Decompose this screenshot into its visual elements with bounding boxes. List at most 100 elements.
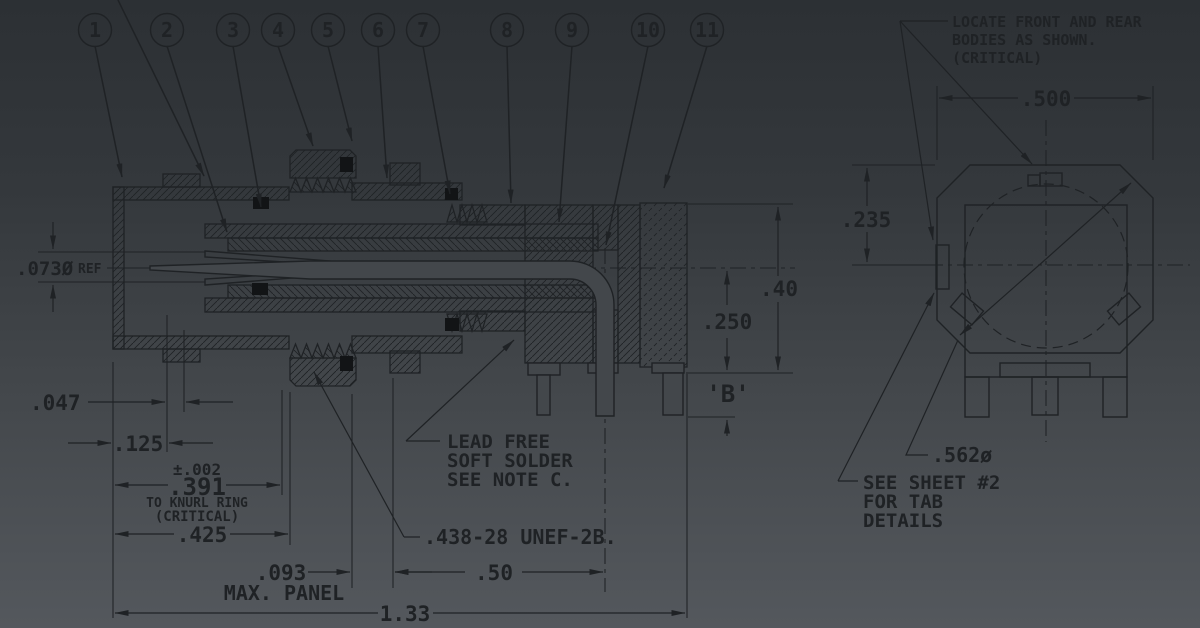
dim-text: 'B' [706, 380, 749, 408]
dimension-047: .047 [30, 391, 233, 415]
dimension-133: 1.33 [114, 602, 686, 626]
solder-mark [445, 318, 459, 331]
dim-text-suffix: REF [78, 262, 102, 277]
balloon-10: 10 [630, 12, 666, 48]
dimension-40: .40 [760, 206, 798, 371]
barrel-bottom-wall [112, 335, 290, 350]
note-line: DETAILS [863, 510, 943, 532]
balloon-leader [277, 45, 314, 147]
dimension-250: .250 [702, 270, 753, 371]
thread-callout: .438-28 UNEF-2B. [313, 371, 617, 549]
left-tab [935, 244, 950, 290]
mid-body-top [459, 204, 526, 226]
balloon-8: 8 [489, 12, 525, 48]
balloon-leader [377, 45, 390, 179]
note-line: SOFT SOLDER [447, 450, 573, 472]
barrel-ring-top [162, 173, 201, 188]
right-body-right [617, 204, 641, 364]
dimension-235: .235 [841, 167, 892, 263]
mid-body-bottom [459, 310, 526, 332]
barrel-front-wall [112, 186, 125, 350]
locate-note: LOCATE FRONT AND REAR BODIES AS SHOWN. (… [899, 13, 1143, 241]
balloon-4: 4 [260, 12, 296, 48]
balloon-number: 2 [161, 18, 173, 42]
balloon-7: 7 [405, 12, 441, 48]
balloon-callouts [94, 0, 708, 246]
balloon-number: 11 [695, 18, 719, 42]
dimension-pin-diameter: .073Ø REF [16, 222, 102, 312]
note-line: FOR TAB [863, 491, 943, 513]
dimension-500: .500 [938, 87, 1152, 111]
balloon-11: 11 [689, 12, 725, 48]
balloon-number: 1 [89, 18, 101, 42]
dim-note: (CRITICAL) [155, 509, 239, 525]
dim-text: .235 [841, 208, 892, 232]
lower-left-tab [949, 292, 985, 326]
top-tab-large [1039, 172, 1063, 187]
balloon-5: 5 [310, 12, 346, 48]
balloon-leader [327, 45, 353, 142]
balloon-leader [232, 45, 262, 208]
right-leg-flange [651, 362, 685, 374]
knurl-nut-top [289, 149, 357, 179]
dimension-b: 'B' [706, 380, 750, 436]
dim-text: .093 [256, 561, 307, 585]
dim-text: 1.33 [380, 602, 431, 626]
dim-text: .50 [475, 561, 513, 585]
balloon-number: 9 [566, 18, 578, 42]
note-line: SEE SHEET #2 [863, 472, 1000, 494]
end-right-leg [1102, 376, 1128, 418]
dim-text: .125 [113, 432, 164, 456]
barrel-ring-bottom [162, 348, 201, 363]
balloon-leader [94, 45, 123, 178]
dimension-391: ±.002 .391 TO KNURL RING (CRITICAL) [114, 460, 281, 525]
dim-text: .250 [702, 310, 753, 334]
balloon-leader [506, 45, 514, 204]
solder-mark [340, 157, 353, 172]
cross-section-view [107, 149, 795, 592]
knurl-teeth-top [289, 176, 357, 194]
balloon-leader [117, 0, 205, 177]
balloon-leader [605, 45, 649, 246]
thread-block-top [389, 162, 421, 186]
solder-mark [445, 188, 458, 200]
balloon-number: 4 [272, 18, 284, 42]
dim-note: MAX. PANEL [224, 581, 344, 605]
notes: LEAD FREE SOFT SOLDER SEE NOTE C. SEE SH… [405, 13, 1143, 532]
right-body-left [524, 204, 594, 364]
knurl-teeth-bottom [289, 342, 357, 360]
balloon-number: 7 [417, 18, 429, 42]
balloon-number: 8 [501, 18, 513, 42]
balloon-number: 6 [372, 18, 384, 42]
solder-mark [252, 283, 268, 295]
thread-phantom-circle [963, 183, 1129, 349]
elbow-cap [592, 204, 619, 251]
dim-text: .40 [760, 277, 798, 301]
dim-text: .391 [168, 473, 226, 501]
dimension-50: .50 [394, 561, 604, 585]
sheet-note: SEE SHEET #2 FOR TAB DETAILS [837, 292, 1000, 532]
rear-body-block [639, 202, 688, 368]
balloon-6: 6 [360, 12, 396, 48]
balloon-leader [422, 45, 451, 195]
dimension-425: .425 [114, 523, 289, 547]
end-center-leg [1031, 376, 1059, 416]
thread-text: .438-28 UNEF-2B. [424, 525, 617, 549]
left-leg-flange [527, 362, 561, 376]
balloon-leader [166, 45, 228, 233]
center-pin [149, 260, 615, 417]
dimension-093: .093 MAX. PANEL [224, 561, 432, 605]
balloons: 1 2 3 4 5 6 7 8 9 10 11 [77, 12, 725, 48]
right-leg [662, 372, 684, 416]
note-line: LEAD FREE [447, 431, 550, 453]
solder-mark [340, 356, 353, 371]
dim-text: .425 [177, 523, 228, 547]
dimension-562: .562ø [905, 182, 1132, 467]
balloon-leader [557, 45, 573, 223]
balloon-2: 2 [149, 12, 185, 48]
balloon-leader [663, 45, 708, 189]
balloon-1: 1 [77, 12, 113, 48]
dim-text: .073Ø [16, 258, 74, 280]
